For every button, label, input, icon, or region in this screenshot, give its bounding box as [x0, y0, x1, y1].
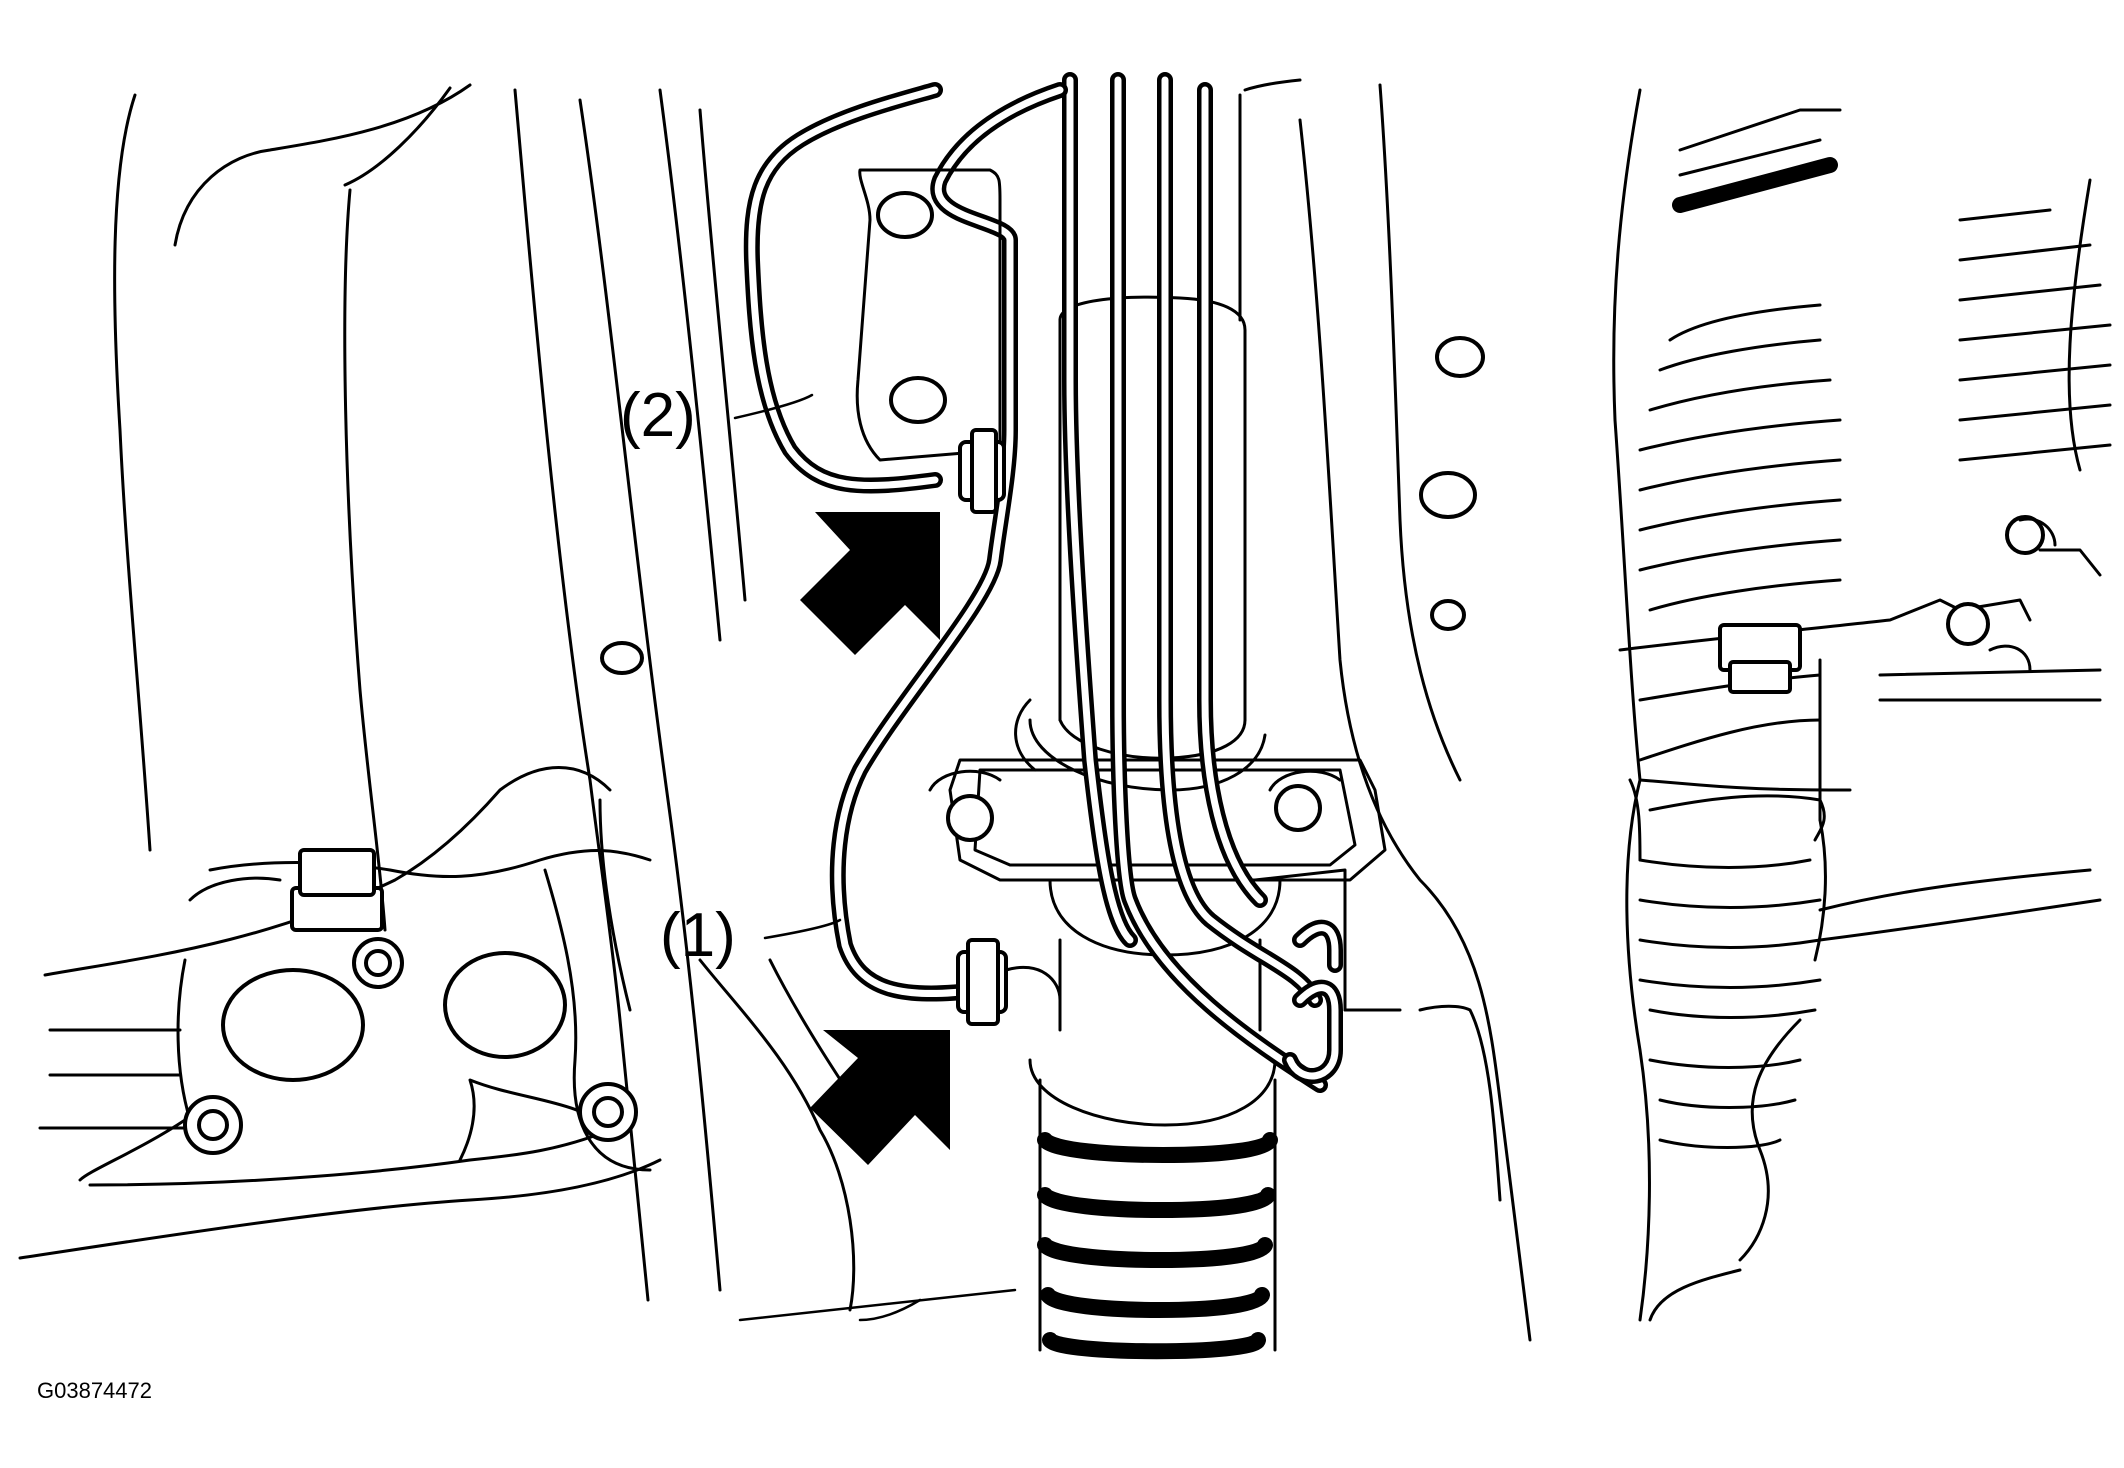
right-frame-outline	[600, 83, 1651, 1342]
callout-label-1: (1)	[660, 901, 736, 970]
arrow-lower	[810, 1030, 950, 1165]
heat-shield-fins	[1638, 108, 2112, 612]
fluid-line-upper	[743, 82, 1068, 1002]
fluid-lines-vertical	[1062, 72, 1328, 1093]
exhaust-ports	[221, 951, 567, 1082]
flange-nuts-center	[928, 769, 1342, 842]
left-frame-outline	[113, 83, 747, 1302]
right-axle-assembly	[1618, 598, 2102, 1322]
cross-member-left	[18, 766, 662, 1260]
leader-line-2	[733, 393, 814, 420]
arrow-upper	[800, 512, 940, 655]
figure-id-label: G03874472	[37, 1378, 152, 1403]
callout-label-2: (2)	[620, 381, 696, 450]
rack-connectors-right	[1253, 868, 1402, 1084]
flange-nuts-left	[183, 848, 638, 1155]
flange-nuts-right	[1718, 515, 2102, 694]
leader-line-1	[763, 918, 842, 940]
line-fittings	[956, 428, 1062, 1026]
steering-boot	[1037, 1078, 1278, 1360]
